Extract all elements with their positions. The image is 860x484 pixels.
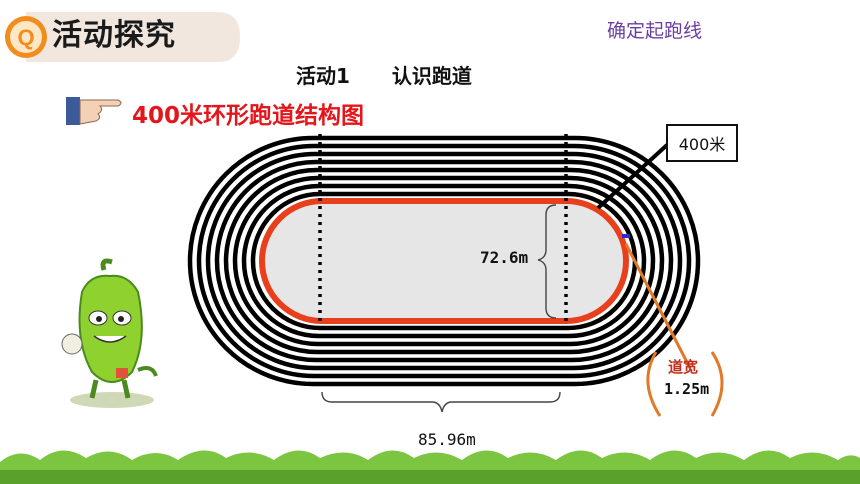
lane-width-value: 1.25m <box>664 380 710 398</box>
lane-width-label: 道宽 <box>668 358 699 376</box>
page-title: 活动探究 <box>52 18 176 53</box>
grass-strip <box>0 450 860 484</box>
activity-label: 活动1 <box>296 64 350 88</box>
pepper-mascot-icon <box>61 258 158 408</box>
vertical-brace <box>537 204 557 319</box>
diagram-title: 400米环形跑道结构图 <box>132 103 365 129</box>
inner-line <box>259 198 629 324</box>
section-link[interactable]: 确定起跑线 <box>607 20 703 42</box>
straight-boundaries <box>318 134 568 390</box>
callout-line <box>596 143 669 210</box>
question-badge-icon: Q <box>5 16 47 58</box>
infield <box>262 201 626 321</box>
track-length-label: 400米 <box>666 124 738 162</box>
lane-lines <box>187 135 701 387</box>
straight-width-label: 72.6m <box>480 248 529 267</box>
activity-name: 认识跑道 <box>391 64 472 88</box>
header-badge: Q <box>5 12 240 62</box>
svg-text:Q: Q <box>17 25 34 50</box>
lane-width-pointer <box>624 243 692 369</box>
activity-heading: 活动1 认识跑道 <box>296 60 472 89</box>
horizontal-brace <box>321 391 561 413</box>
straight-length-label: 85.96m <box>418 430 476 449</box>
